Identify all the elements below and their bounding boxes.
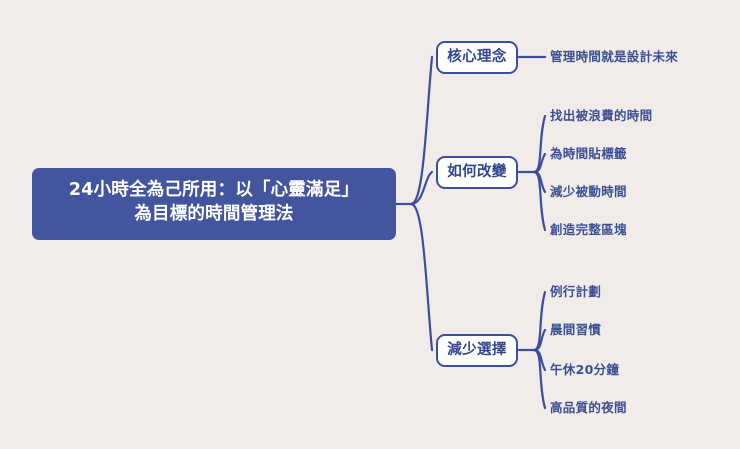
leaf-line-3-4 bbox=[532, 348, 547, 410]
leaf-node-label: 午休20分鐘 bbox=[550, 361, 620, 377]
leaf-node-label: 管理時間就是設計未來 bbox=[550, 48, 679, 64]
leaf-node-label: 創造完整區塊 bbox=[550, 221, 627, 237]
leaf-node-label: 為時間貼標籤 bbox=[550, 145, 627, 161]
leaf-node-reduce-choices-3[interactable]: 午休20分鐘 bbox=[550, 361, 619, 379]
branch-node-label: 減少選擇 bbox=[447, 342, 507, 359]
leaf-node-how-to-change-3[interactable]: 減少被動時間 bbox=[550, 183, 627, 201]
leaf-node-label: 找出被浪費的時間 bbox=[550, 107, 653, 123]
branch-node-how-to-change[interactable]: 如何改變 bbox=[436, 156, 518, 189]
leaf-line-3-1 bbox=[532, 290, 547, 352]
leaf-node-label: 例行計劃 bbox=[550, 283, 602, 299]
leaf-node-how-to-change-4[interactable]: 創造完整區塊 bbox=[550, 221, 627, 239]
branch-curve-2 bbox=[409, 170, 434, 206]
leaf-line-2-1 bbox=[532, 114, 547, 174]
branch-node-core-concept[interactable]: 核心理念 bbox=[436, 41, 518, 74]
root-node-label: 24小時全為己所用：以「心靈滿足」 為目標的時間管理法 bbox=[68, 180, 360, 224]
leaf-line-2-4 bbox=[532, 170, 547, 232]
leaf-node-label: 晨間習慣 bbox=[550, 321, 602, 337]
leaf-node-reduce-choices-4[interactable]: 高品質的夜間 bbox=[550, 399, 627, 417]
branch-node-label: 核心理念 bbox=[447, 49, 507, 66]
leaf-node-reduce-choices-1[interactable]: 例行計劃 bbox=[550, 283, 601, 301]
root-node[interactable]: 24小時全為己所用：以「心靈滿足」 為目標的時間管理法 bbox=[32, 168, 396, 240]
branch-node-reduce-choices[interactable]: 減少選擇 bbox=[436, 334, 518, 367]
branch-curve-1 bbox=[409, 55, 434, 206]
leaf-node-label: 高品質的夜間 bbox=[550, 399, 627, 415]
branch-node-label: 如何改變 bbox=[447, 164, 507, 181]
leaf-node-reduce-choices-2[interactable]: 晨間習慣 bbox=[550, 321, 601, 339]
leaf-node-how-to-change-2[interactable]: 為時間貼標籤 bbox=[550, 145, 627, 163]
leaf-node-how-to-change-1[interactable]: 找出被浪費的時間 bbox=[550, 107, 652, 125]
leaf-node-label: 減少被動時間 bbox=[550, 183, 627, 199]
leaf-node-core-concept-1[interactable]: 管理時間就是設計未來 bbox=[550, 48, 678, 66]
branch-curve-3 bbox=[409, 202, 434, 352]
